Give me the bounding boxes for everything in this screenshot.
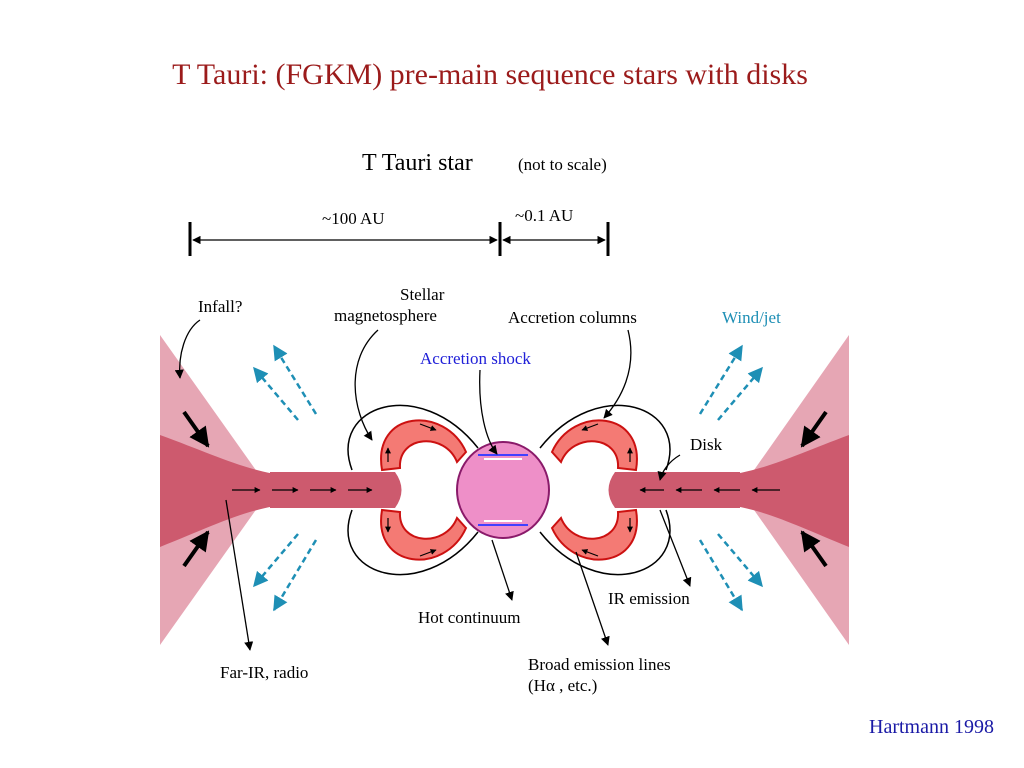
label-stellar: Stellar <box>400 285 445 304</box>
diagram-heading-note: (not to scale) <box>518 155 607 174</box>
accretion-columns <box>380 419 638 561</box>
scale-label-outer: ~100 AU <box>322 209 385 228</box>
outer-disk-left <box>160 335 290 645</box>
accretion-column-flow-arrows <box>385 423 633 557</box>
label-infall: Infall? <box>198 297 242 316</box>
label-far-ir-radio: Far-IR, radio <box>220 663 308 682</box>
leader-lines <box>174 319 692 651</box>
label-broad-emission-examples: (Hα , etc.) <box>528 676 597 695</box>
label-hot-continuum: Hot continuum <box>418 608 520 627</box>
label-ir-emission: IR emission <box>608 589 690 608</box>
wind-jet-arrows <box>253 344 763 612</box>
slide-title: T Tauri: (FGKM) pre-main sequence stars … <box>172 58 808 91</box>
accretion-shock-marks <box>478 454 528 526</box>
label-accretion-shock: Accretion shock <box>420 349 531 368</box>
diagram-heading: T Tauri star <box>362 150 473 176</box>
label-magnetosphere: magnetosphere <box>334 306 437 325</box>
label-broad-emission-lines: Broad emission lines <box>528 655 671 674</box>
label-wind-jet: Wind/jet <box>722 308 781 327</box>
star <box>456 441 550 539</box>
label-disk: Disk <box>690 435 723 454</box>
outer-disk-right <box>720 335 849 645</box>
credit: Hartmann 1998 <box>869 716 994 738</box>
label-accretion-columns: Accretion columns <box>508 308 637 327</box>
scale-bar <box>188 222 610 256</box>
inner-disk-right <box>608 472 740 508</box>
scale-label-inner: ~0.1 AU <box>515 206 573 225</box>
infall-arrows <box>182 410 828 568</box>
